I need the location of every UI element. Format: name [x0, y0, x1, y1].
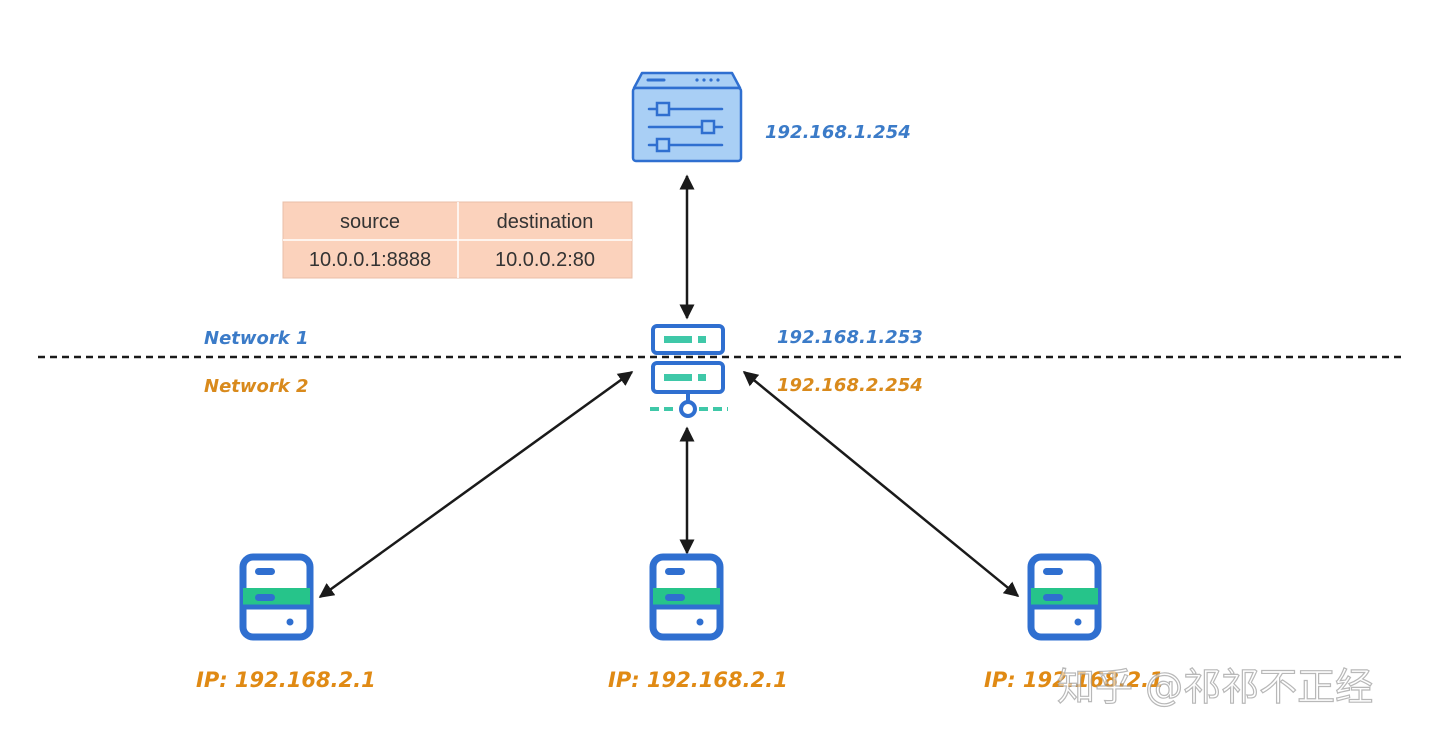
host-right-server-icon [1027, 553, 1102, 641]
host-left-ip-label: IP: 192.168.2.1 [196, 668, 376, 692]
watermark: 知乎 @祁祁不正经 [1057, 665, 1373, 709]
nat-table [282, 201, 633, 279]
nat-table-cell-destination: 10.0.0.2:80 [495, 249, 595, 271]
host-left-server-icon [239, 553, 314, 641]
router-ip-label: 192.168.1.254 [765, 122, 911, 143]
nat-table-cell-source: 10.0.0.1:8888 [309, 249, 431, 271]
network-1-label: Network 1 [204, 328, 309, 349]
router-icon [631, 71, 743, 163]
host-right-ip-label: IP: 192.168.2.1 [984, 668, 1164, 692]
gateway-ip-upper-label: 192.168.1.253 [777, 327, 923, 348]
host-center-ip-label: IP: 192.168.2.1 [608, 668, 788, 692]
gateway-icon [650, 324, 728, 418]
gateway-ip-lower-label: 192.168.2.254 [777, 375, 923, 396]
arrow-gateway-host-right [742, 371, 1020, 597]
network-2-label: Network 2 [204, 376, 309, 397]
arrow-gateway-host-left [318, 370, 634, 599]
nat-table-header-source: source [340, 211, 400, 233]
nat-table-header-destination: destination [497, 211, 594, 233]
host-center-server-icon [649, 553, 724, 641]
